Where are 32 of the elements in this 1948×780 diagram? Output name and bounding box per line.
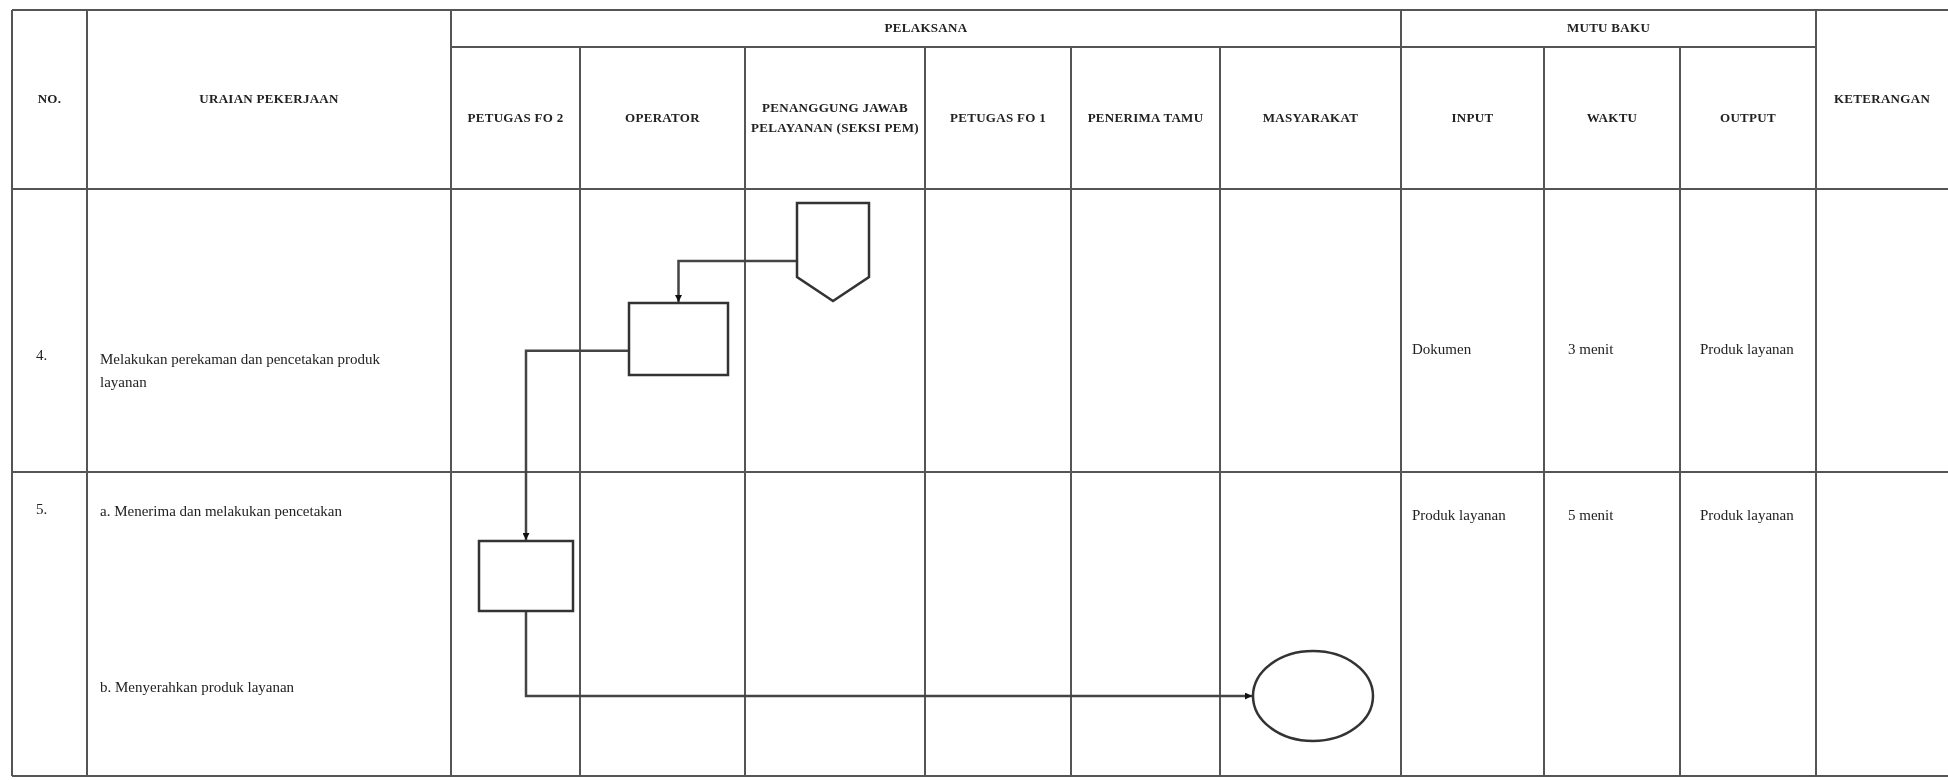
column-header: MASYARAKAT — [1262, 108, 1359, 127]
column-header: MUTU BAKU — [1566, 19, 1651, 38]
column-header: NO. — [37, 90, 62, 109]
off-page-connector — [796, 202, 870, 302]
process-box — [628, 302, 729, 376]
flow-arrow — [524, 612, 1252, 700]
column-header: KETERANGAN — [1833, 90, 1931, 109]
column-header: PETUGAS FO 1 — [949, 108, 1047, 127]
table-text: Produk layanan — [1700, 507, 1794, 523]
flow-arrow — [675, 259, 796, 302]
column-header: PENERIMA TAMU — [1087, 108, 1204, 127]
column-header: URAIAN PEKERJAAN — [199, 90, 339, 109]
column-header: PETUGAS FO 2 — [467, 108, 564, 127]
column-header: WAKTU — [1586, 108, 1638, 127]
column-header: PENANGGUNG JAWAB PELAYANAN (SEKSI PEM) — [751, 98, 919, 137]
row-number: 5. — [36, 501, 48, 517]
process-box — [478, 540, 574, 612]
column-header: OPERATOR — [625, 108, 700, 127]
column-header: OUTPUT — [1720, 108, 1776, 127]
table-text: 5 menit — [1568, 507, 1614, 523]
table-text: Produk layanan — [1412, 507, 1506, 523]
column-header: INPUT — [1451, 108, 1494, 127]
row-number: 4. — [36, 347, 48, 363]
task-description: a. Menerima dan melakukan pencetakan — [100, 503, 342, 519]
table-text: 3 menit — [1568, 341, 1614, 357]
table-text: Dokumen — [1412, 341, 1472, 357]
task-description: Melakukan perekaman dan pencetakan produk layanan — [100, 351, 380, 391]
table-text: Produk layanan — [1700, 341, 1794, 357]
column-header: PELAKSANA — [884, 19, 968, 38]
task-description: b. Menyerahkan produk layanan — [100, 679, 295, 695]
terminator-circle — [1252, 650, 1374, 742]
flow-arrow — [522, 349, 628, 540]
